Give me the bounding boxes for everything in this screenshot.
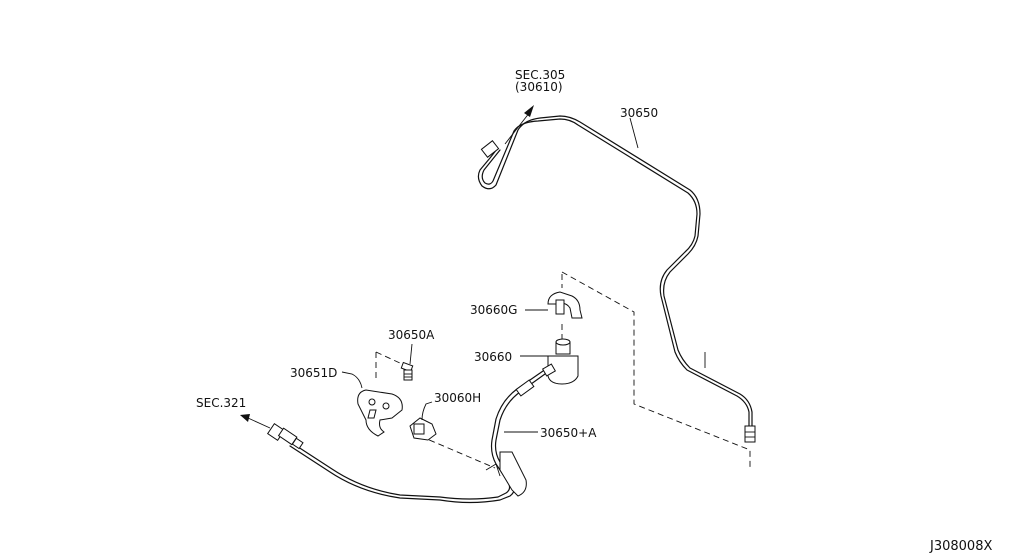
- damper-30660: [541, 338, 579, 385]
- sec305-label: SEC.305: [515, 68, 565, 82]
- bracket-30651d: [357, 389, 403, 437]
- ref-line-right: [561, 271, 751, 470]
- ref-line-clip: [419, 435, 496, 469]
- clip-30060h: [409, 417, 437, 441]
- arrow-sec305: [504, 105, 534, 145]
- bolt-30650a: [400, 361, 414, 381]
- hose-assembly: [289, 370, 546, 504]
- label-30651d: 30651D: [290, 366, 337, 380]
- sec321-label: SEC.321: [196, 396, 246, 410]
- label-30650: 30650: [620, 106, 658, 120]
- diagram-code: J308008X: [929, 539, 992, 554]
- sec305-sub-label: (30610): [515, 80, 563, 94]
- flare-nut-upper: [480, 140, 500, 158]
- label-30060h: 30060H: [434, 391, 481, 405]
- label-30650a: 30650A: [388, 328, 435, 342]
- main-clutch-pipe: [477, 115, 756, 443]
- clamp-30660g: [547, 291, 583, 319]
- arrow-sec321: [240, 414, 271, 429]
- label-30660: 30660: [474, 350, 512, 364]
- label-30660g: 30660G: [470, 303, 517, 317]
- ref-line-bolt: [375, 351, 403, 365]
- left-end-fitting: [266, 422, 304, 450]
- flare-nut-lower: [744, 425, 756, 443]
- label-30650-a: 30650+A: [540, 426, 597, 440]
